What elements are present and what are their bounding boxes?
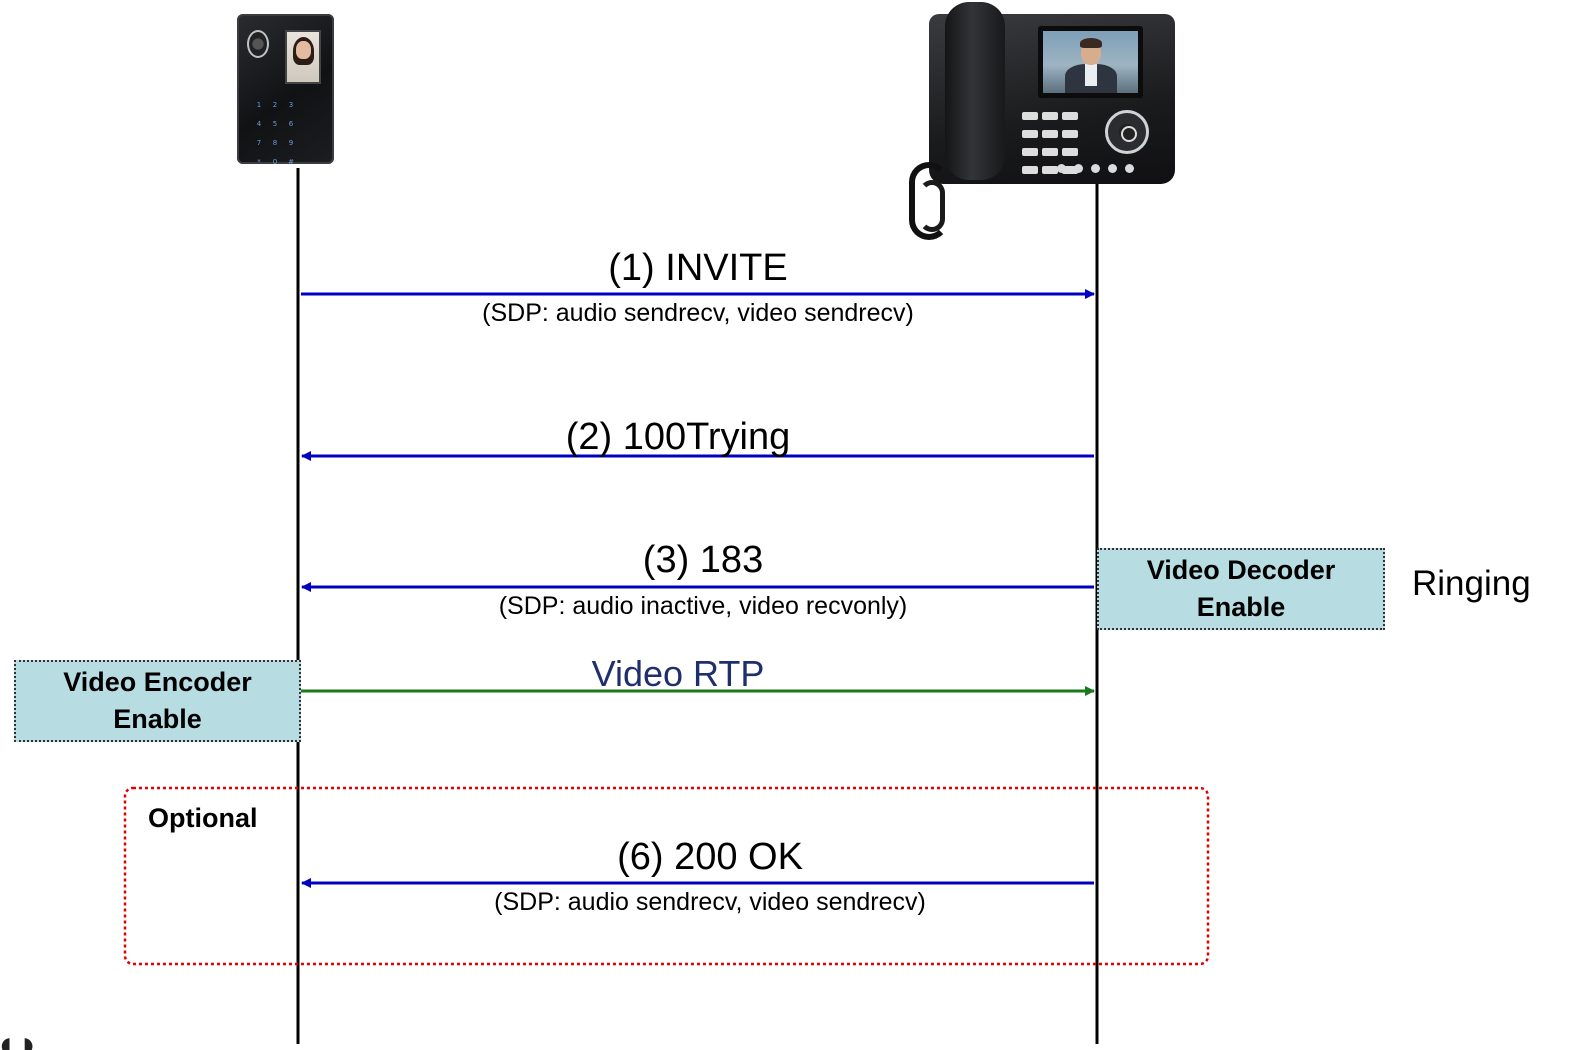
cord-icon	[909, 162, 949, 240]
183-label: (3) 183	[642, 539, 764, 581]
handset-icon	[945, 2, 1005, 180]
183-sdp: (SDP: audio inactive, video recvonly)	[498, 592, 908, 620]
invite-label: (1) INVITE	[608, 247, 788, 289]
invite-sdp: (SDP: audio sendrecv, video sendrecv)	[482, 299, 914, 327]
ok-sdp: (SDP: audio sendrecv, video sendrecv)	[494, 888, 926, 916]
optional-box	[123, 786, 1210, 966]
video-decoder-note: Video Decoder Enable	[1097, 548, 1385, 630]
nav-pad-icon	[1105, 110, 1149, 154]
trying-label: (2) 100Trying	[565, 416, 791, 458]
logo-fragment: ◖◗	[0, 1024, 40, 1050]
video-encoder-note: Video Encoder Enable	[14, 660, 301, 742]
door-station-screen	[285, 30, 321, 84]
ok-label: (6) 200 OK	[617, 836, 803, 878]
video-phone-icon	[905, 2, 1177, 244]
function-buttons	[1053, 160, 1138, 178]
rtp-label: Video RTP	[591, 653, 765, 694]
camera-icon	[247, 30, 269, 58]
ringing-label: Ringing	[1412, 564, 1531, 603]
phone-screen	[1038, 26, 1143, 98]
keypad-icon	[1020, 108, 1090, 180]
optional-label: Optional	[148, 803, 258, 833]
